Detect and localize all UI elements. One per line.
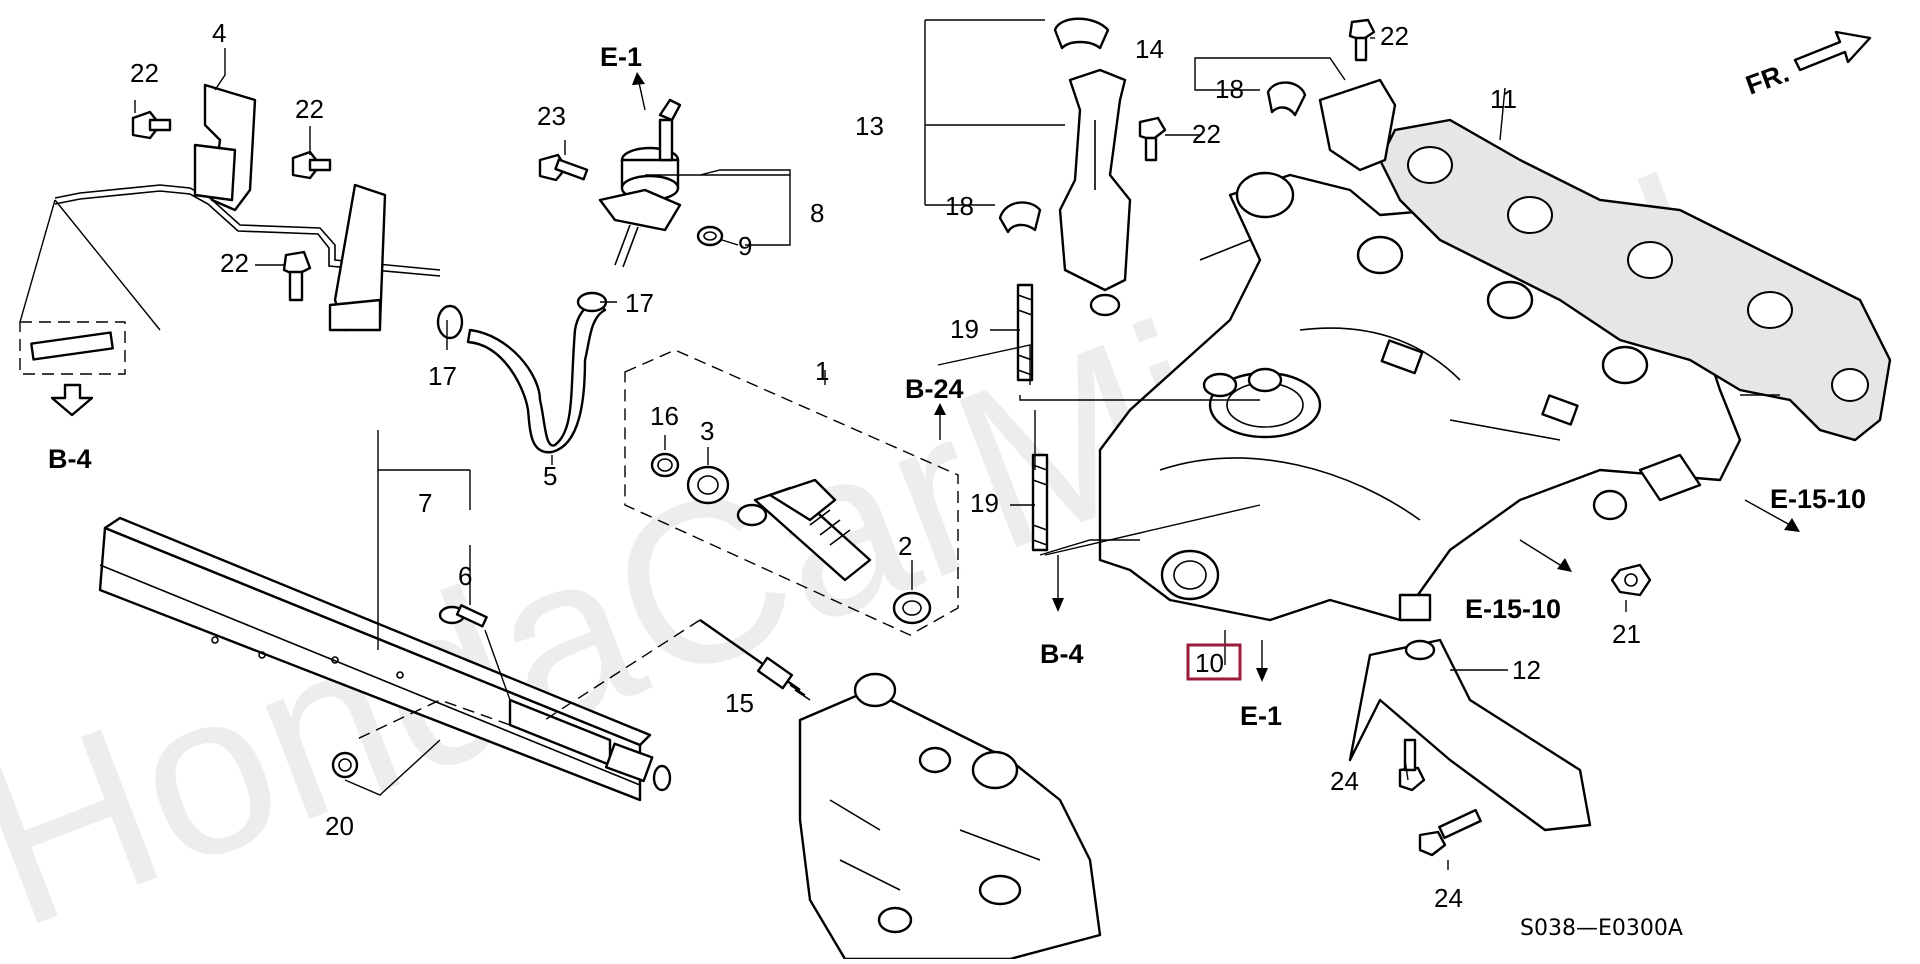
fuel-feed-pipe	[54, 184, 441, 277]
callout-5[interactable]: 5	[543, 461, 557, 491]
bracket-13	[1058, 68, 1132, 292]
bolt-6	[438, 604, 511, 701]
stud-19a	[1016, 283, 1034, 382]
bolt-22e	[1348, 18, 1376, 62]
hose-clamp-17a	[436, 304, 464, 340]
leader-lines	[134, 19, 1627, 870]
callout-20[interactable]: 20	[325, 811, 354, 841]
ref-arrows	[632, 72, 1800, 682]
callout-17b[interactable]: 17	[625, 288, 654, 318]
pressure-regulator	[598, 98, 682, 268]
callout-18a[interactable]: 18	[945, 191, 974, 221]
callout-3[interactable]: 3	[700, 416, 714, 446]
callout-15[interactable]: 15	[725, 688, 754, 718]
callout-22b[interactable]: 22	[295, 94, 324, 124]
bolt-22b	[291, 150, 332, 180]
ref-b24[interactable]: B-24	[905, 374, 964, 404]
callout-2[interactable]: 2	[898, 531, 912, 561]
callout-9[interactable]: 9	[738, 231, 752, 261]
callout-4[interactable]: 4	[212, 18, 226, 48]
stud-15	[699, 619, 811, 701]
callout-22d[interactable]: 22	[1192, 119, 1221, 149]
gasket-11	[1378, 118, 1892, 442]
lower-manifold-section	[798, 672, 1102, 961]
ref-e1-top[interactable]: E-1	[600, 42, 642, 72]
seal-ring-2	[892, 591, 932, 625]
stud-19b	[1031, 453, 1049, 552]
o-ring-9	[696, 225, 724, 247]
callout-22a[interactable]: 22	[130, 58, 159, 88]
ref-e1510-mid[interactable]: E-15-10	[1465, 594, 1561, 624]
callout-22e[interactable]: 22	[1380, 21, 1409, 51]
callout-21[interactable]: 21	[1612, 619, 1641, 649]
cap-nut	[1089, 293, 1121, 317]
callout-10[interactable]: 10	[1195, 648, 1224, 678]
clip-18a	[998, 201, 1042, 234]
ref-e1-bottom[interactable]: E-1	[1240, 701, 1282, 731]
ref-b4-left[interactable]: B-4	[48, 444, 92, 474]
clip-13-top	[1053, 17, 1110, 50]
bracket-4	[193, 83, 257, 212]
bolt-22a	[131, 110, 172, 140]
callout-22c[interactable]: 22	[220, 248, 249, 278]
fuel-hose-5	[466, 298, 607, 454]
front-direction-arrow-icon	[1793, 30, 1872, 72]
callout-24b[interactable]: 24	[1434, 883, 1463, 913]
callout-19a[interactable]: 19	[950, 314, 979, 344]
bracket-12	[1348, 593, 1592, 832]
nut-21	[1610, 563, 1652, 597]
callout-16[interactable]: 16	[650, 401, 679, 431]
o-ring-16	[650, 452, 680, 478]
arrow-down-icon	[50, 383, 94, 417]
callout-6[interactable]: 6	[458, 561, 472, 591]
direction-label: FR.	[1742, 58, 1793, 101]
callout-8[interactable]: 8	[810, 198, 824, 228]
callout-23[interactable]: 23	[537, 101, 566, 131]
callout-14[interactable]: 14	[1135, 34, 1164, 64]
callout-13[interactable]: 13	[855, 111, 884, 141]
callout-18b[interactable]: 18	[1215, 74, 1244, 104]
bolt-22c	[282, 250, 312, 302]
bracket-left	[328, 183, 387, 332]
bolt-24b	[1418, 808, 1482, 857]
bolt-24a	[1398, 738, 1426, 792]
bracket-14	[1318, 78, 1397, 172]
injector	[736, 478, 872, 582]
ref-b4-mid[interactable]: B-4	[1040, 639, 1084, 669]
clip-18b	[1266, 81, 1307, 117]
bolt-22d	[1138, 116, 1167, 162]
callout-19b[interactable]: 19	[970, 488, 999, 518]
callout-1[interactable]: 1	[815, 356, 829, 386]
callout-17a[interactable]: 17	[428, 361, 457, 391]
callout-11[interactable]: 11	[1490, 84, 1517, 114]
bolt-23	[538, 153, 589, 182]
callout-12[interactable]: 12	[1512, 655, 1541, 685]
callout-24a[interactable]: 24	[1330, 766, 1359, 796]
diagram-code: S038—E0300A	[1520, 916, 1683, 941]
nut-20	[331, 739, 441, 796]
cushion-ring-3	[686, 465, 730, 505]
callout-7[interactable]: 7	[418, 488, 432, 518]
injector-group-outline	[624, 349, 959, 636]
ref-e1510-right[interactable]: E-15-10	[1770, 484, 1866, 514]
highlight-box	[1186, 643, 1242, 681]
